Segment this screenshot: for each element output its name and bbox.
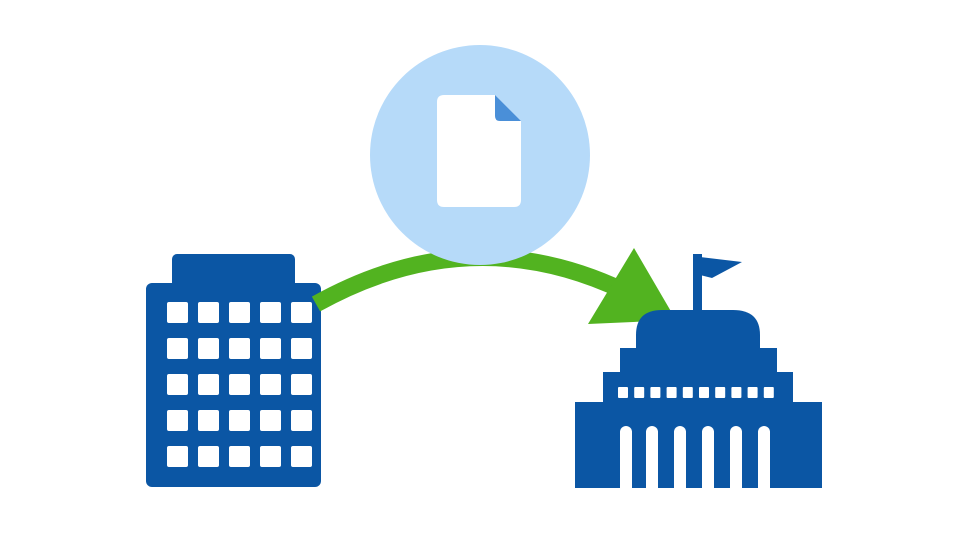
office-window (167, 374, 188, 395)
capitol-window (731, 387, 742, 398)
capitol-window (747, 387, 758, 398)
office-window (198, 446, 219, 467)
office-window (260, 302, 281, 323)
capitol-column-gap (730, 426, 742, 488)
capitol-window (682, 387, 693, 398)
office-window (198, 302, 219, 323)
office-window (260, 338, 281, 359)
office-window (198, 410, 219, 431)
office-window (291, 374, 312, 395)
capitol-tier-upper (620, 348, 777, 374)
capitol-flag-pole (693, 254, 702, 310)
capitol-window (634, 387, 645, 398)
capitol-column-gap (702, 426, 714, 488)
capitol-column-gap (758, 426, 770, 488)
document-fold (495, 95, 521, 121)
capitol-window (763, 387, 774, 398)
capitol-window (666, 387, 677, 398)
office-window (198, 338, 219, 359)
capitol-column-gap (646, 426, 658, 488)
office-window (229, 302, 250, 323)
office-window (167, 338, 188, 359)
capitol-window (650, 387, 661, 398)
capitol-dome (636, 310, 760, 350)
office-building-roof (172, 254, 295, 292)
office-window (229, 374, 250, 395)
capitol-windows (618, 387, 774, 398)
capitol-window (618, 387, 628, 398)
capitol-column-gap (674, 426, 686, 488)
office-window (229, 410, 250, 431)
capitol-column-gap (620, 426, 632, 488)
government-capitol-icon (575, 254, 822, 488)
office-window (198, 374, 219, 395)
office-window (167, 410, 188, 431)
office-window (260, 446, 281, 467)
office-window (291, 338, 312, 359)
office-window (291, 302, 312, 323)
office-window (167, 302, 188, 323)
document-icon (370, 45, 590, 265)
office-window (291, 446, 312, 467)
office-window (167, 446, 188, 467)
arrow-head (588, 248, 676, 324)
document-page (437, 95, 521, 207)
office-building-icon (146, 254, 321, 487)
capitol-base (575, 402, 822, 488)
office-building-windows (167, 302, 312, 467)
capitol-window (715, 387, 726, 398)
office-window (260, 410, 281, 431)
office-window (291, 410, 312, 431)
capitol-columns (620, 426, 770, 488)
capitol-window (699, 387, 709, 398)
capitol-flag (700, 257, 742, 278)
office-window (229, 446, 250, 467)
office-window (229, 338, 250, 359)
office-window (260, 374, 281, 395)
